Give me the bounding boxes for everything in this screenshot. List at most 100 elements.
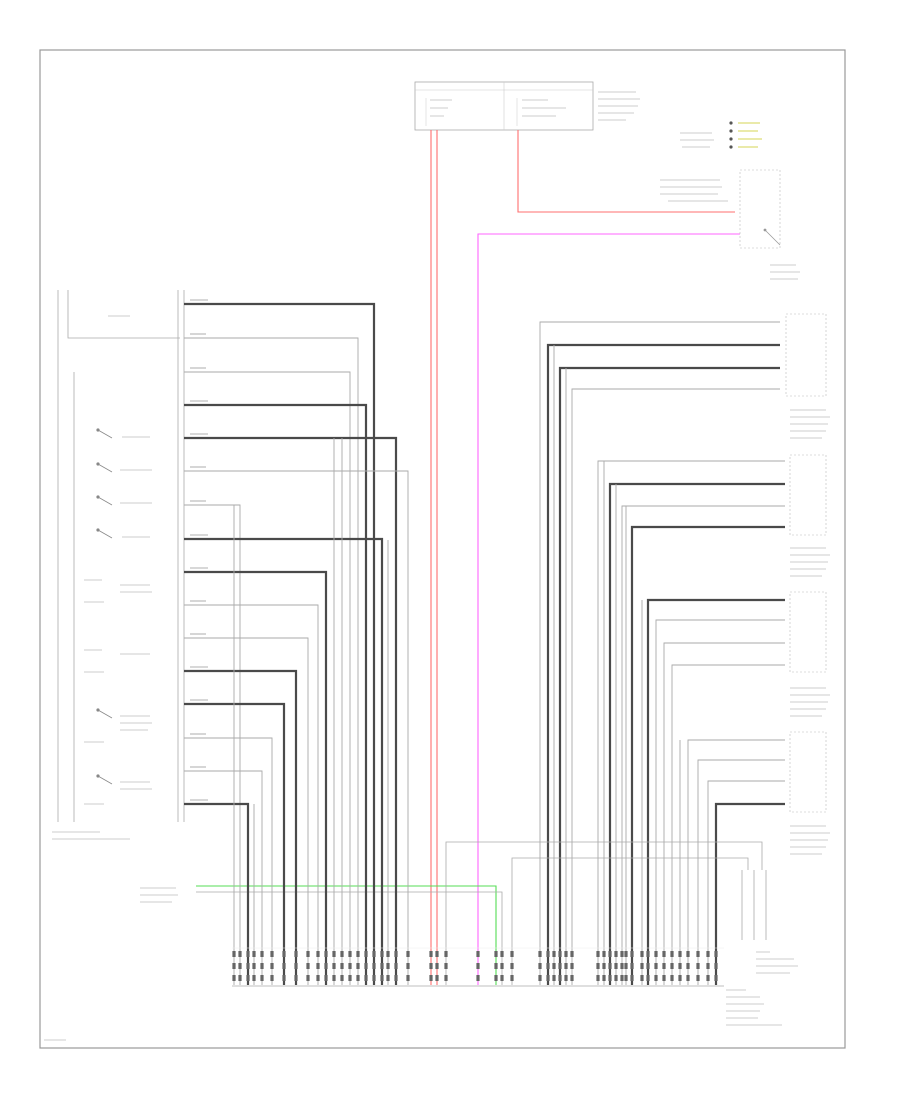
- connector-pin: [260, 951, 264, 957]
- connector-pin: [596, 975, 600, 981]
- connector-pin: [476, 975, 480, 981]
- connector-pin: [614, 951, 618, 957]
- connector-pin: [538, 951, 542, 957]
- connector-pin: [630, 951, 634, 957]
- connector-pin: [620, 951, 624, 957]
- connector-pin: [596, 963, 600, 969]
- left-switch-labels: [52, 315, 152, 840]
- connector-pin: [380, 951, 384, 957]
- connector-pin: [238, 951, 242, 957]
- connector-pin: [232, 963, 236, 969]
- right-harness-group-1: [539, 321, 780, 985]
- connector-pin: [596, 951, 600, 957]
- connector-pin: [324, 951, 328, 957]
- connector-pin: [246, 963, 250, 969]
- connector-pin: [364, 963, 368, 969]
- connector-pin: [564, 975, 568, 981]
- connector-pin: [558, 951, 562, 957]
- connector-pin: [696, 963, 700, 969]
- connector-pin: [714, 951, 718, 957]
- left-switch-assembly: [57, 290, 185, 822]
- connector-pin: [678, 951, 682, 957]
- connector-pin: [662, 951, 666, 957]
- connector-pin: [306, 975, 310, 981]
- connector-pin: [670, 963, 674, 969]
- connector-pin: [686, 951, 690, 957]
- connector-pin: [435, 963, 439, 969]
- connector-pin: [316, 951, 320, 957]
- connector-pin: [570, 951, 574, 957]
- connector-pin: [640, 975, 644, 981]
- connector-pin: [510, 963, 514, 969]
- connector-pin: [564, 951, 568, 957]
- connector-pin: [270, 963, 274, 969]
- connector-pin: [614, 975, 618, 981]
- connector-pin: [282, 975, 286, 981]
- connector-pin: [686, 975, 690, 981]
- connector-pin: [662, 975, 666, 981]
- connector-pin: [294, 963, 298, 969]
- connector-pin: [654, 951, 658, 957]
- connector-pin: [624, 975, 628, 981]
- component-top-right: [660, 121, 800, 280]
- connector-pin: [435, 975, 439, 981]
- connector-pin: [406, 951, 410, 957]
- connector-pin: [372, 963, 376, 969]
- connector-pin: [678, 975, 682, 981]
- fuse-box: [414, 81, 640, 131]
- connector-pin: [364, 975, 368, 981]
- connector-pin: [476, 963, 480, 969]
- connector-pin: [444, 963, 448, 969]
- connector-pin: [429, 951, 433, 957]
- connector-pin: [654, 963, 658, 969]
- connector-pin: [602, 975, 606, 981]
- connector-pin: [380, 963, 384, 969]
- red-power-wires: [430, 130, 735, 985]
- connector-pin: [340, 975, 344, 981]
- connector-pin: [406, 963, 410, 969]
- left-harness-wires: [184, 302, 409, 985]
- connector-pin: [662, 963, 666, 969]
- connector-pin: [294, 951, 298, 957]
- connector-pin: [332, 963, 336, 969]
- right-harness-group-4: [679, 739, 785, 985]
- connector-pin: [494, 951, 498, 957]
- diagram-frame: [39, 49, 846, 1049]
- connector-pin: [558, 963, 562, 969]
- connector-pin: [348, 963, 352, 969]
- connector-pin: [670, 951, 674, 957]
- connector-pin: [678, 963, 682, 969]
- connector-pin: [670, 975, 674, 981]
- connector-pin: [602, 963, 606, 969]
- right-component-boxes: [785, 313, 827, 813]
- connector-pin: [282, 963, 286, 969]
- connector-pin: [238, 975, 242, 981]
- connector-pin: [552, 951, 556, 957]
- connector-pin: [406, 975, 410, 981]
- connector-pin: [444, 975, 448, 981]
- connector-pin: [232, 975, 236, 981]
- connector-pin: [386, 963, 390, 969]
- connector-pin: [356, 963, 360, 969]
- connector-pin: [238, 963, 242, 969]
- connector-pin: [654, 975, 658, 981]
- connector-pin: [714, 963, 718, 969]
- connector-pin: [444, 951, 448, 957]
- connector-pin: [429, 963, 433, 969]
- connector-pin: [608, 975, 612, 981]
- right-component-labels: [790, 409, 830, 855]
- connector-pin: [494, 975, 498, 981]
- connector-pin: [394, 975, 398, 981]
- bottom-right-connector: [445, 841, 767, 985]
- connector-pin: [500, 951, 504, 957]
- connector-pin: [386, 951, 390, 957]
- connector-pin: [646, 975, 650, 981]
- connector-pin: [348, 975, 352, 981]
- connector-pin: [624, 963, 628, 969]
- connector-pin: [340, 951, 344, 957]
- connector-pin: [316, 975, 320, 981]
- connector-pin: [646, 951, 650, 957]
- connector-pin: [546, 975, 550, 981]
- connector-pin: [500, 963, 504, 969]
- connector-pin: [546, 963, 550, 969]
